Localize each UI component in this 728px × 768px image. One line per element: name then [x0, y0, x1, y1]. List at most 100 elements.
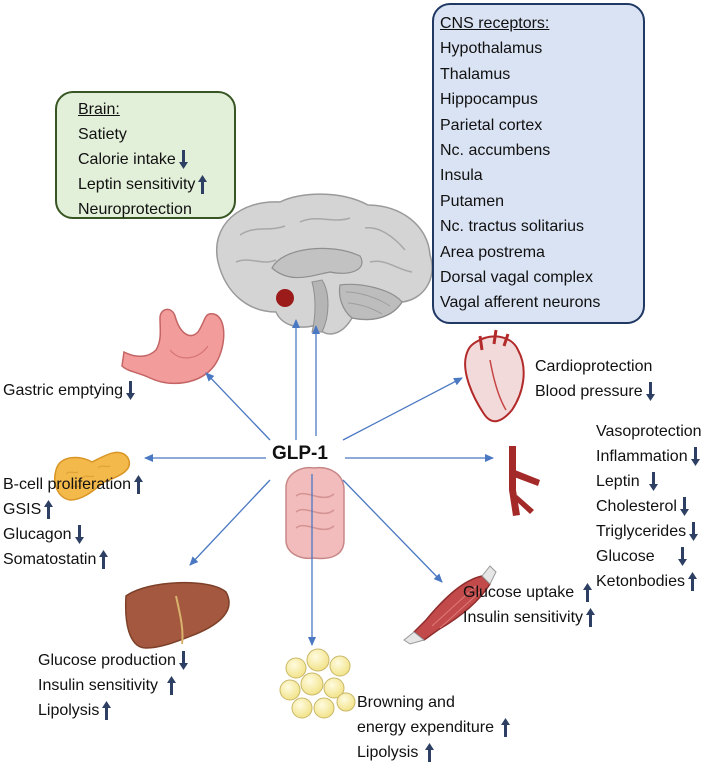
cns-receptor-item: Area postrema	[440, 243, 545, 261]
effect-row: GSIS	[3, 497, 143, 522]
effect-row: energy expenditure	[357, 715, 510, 740]
effect-row: Glucose production	[38, 648, 188, 673]
increase-arrow-icon	[586, 608, 596, 627]
cns-receptor-item: Thalamus	[440, 65, 511, 83]
effect-label: Cardioprotection	[535, 358, 653, 375]
effect-label: GSIS	[3, 501, 42, 518]
decrease-arrow-icon	[677, 547, 687, 566]
effect-row: Cardioprotection	[535, 354, 655, 379]
effect-row: Leptin	[596, 469, 702, 494]
cns-box-title: CNS receptors:	[440, 15, 550, 32]
cns-receptor-item: Insula	[440, 167, 483, 185]
effect-label: Vasoprotection	[596, 423, 702, 440]
effect-label: B-cell proliferation	[3, 476, 132, 493]
increase-arrow-icon	[102, 701, 112, 720]
effect-row: Insulin sensitivity	[38, 673, 188, 698]
muscle-icon	[403, 565, 497, 645]
effect-label: Cholesterol	[596, 498, 677, 515]
connector-to-heart	[342, 377, 463, 441]
increase-arrow-icon	[500, 718, 510, 737]
effect-label: Neuroprotection	[78, 201, 192, 218]
blood-vessel-icon	[509, 446, 540, 516]
decrease-arrow-icon	[74, 525, 84, 544]
effect-row: Glucose	[596, 544, 702, 569]
effect-label: Gastric emptying	[3, 382, 124, 399]
liver-icon	[124, 581, 230, 649]
stomach-icon	[121, 308, 225, 385]
connector-to-liver	[189, 479, 271, 566]
increase-arrow-icon	[99, 550, 109, 569]
effect-label: Leptin sensitivity	[78, 176, 196, 193]
effect-label: Glucose production	[38, 652, 176, 669]
decrease-arrow-icon	[679, 497, 689, 516]
decrease-arrow-icon	[648, 472, 658, 491]
effect-row: B-cell proliferation	[3, 472, 144, 497]
adipose-tissue-icon	[279, 648, 356, 719]
effect-label: Browning and	[357, 694, 455, 711]
glp1-center-label: GLP-1	[272, 443, 328, 464]
connector-to-stomach	[205, 372, 271, 441]
effect-label: Lipolysis	[38, 702, 100, 719]
cns-receptor-item: Hypothalamus	[440, 40, 543, 58]
effect-row: Glucose uptake	[463, 580, 595, 605]
increase-arrow-icon	[44, 500, 54, 519]
effect-row: Browning and	[357, 690, 510, 715]
effect-label: Leptin	[596, 473, 640, 490]
connector-arrows	[144, 319, 494, 646]
effect-row: Vasoprotection	[596, 419, 702, 444]
effect-row: Lipolysis	[357, 740, 510, 765]
effect-row: Blood pressure	[535, 379, 655, 404]
effect-row: Triglycerides	[596, 519, 702, 544]
effect-label: Triglycerides	[596, 523, 687, 540]
effect-label: Somatostatin	[3, 551, 97, 568]
effect-label: Glucose uptake	[463, 584, 575, 601]
increase-arrow-icon	[425, 743, 435, 762]
effect-row: Glucagon	[3, 522, 143, 547]
pancreas-icon	[54, 451, 131, 501]
cns-receptor-item: Nc. accumbens	[440, 142, 551, 160]
effect-label: Insulin sensitivity	[38, 677, 159, 694]
effect-row: Leptin sensitivity	[78, 172, 234, 197]
effect-row: Neuroprotection	[78, 197, 234, 222]
increase-arrow-icon	[198, 175, 208, 194]
effect-row: Cholesterol	[596, 494, 702, 519]
effect-row: Inflammation	[596, 444, 702, 469]
effect-label: Lipolysis	[357, 744, 419, 761]
heart-icon	[464, 329, 525, 423]
increase-arrow-icon	[134, 475, 144, 494]
effect-row: Calorie intake	[78, 147, 234, 172]
effect-row: Somatostatin	[3, 547, 143, 572]
intestine-icon	[285, 466, 345, 560]
brain-box-title: Brain:	[78, 101, 120, 118]
decrease-arrow-icon	[645, 382, 655, 401]
effect-label: Insulin sensitivity	[463, 609, 584, 626]
cns-receptor-item: Nc. tractus solitarius	[440, 218, 585, 236]
effect-row: Ketonbodies	[596, 569, 702, 594]
effect-label: Inflammation	[596, 448, 688, 465]
decrease-arrow-icon	[178, 651, 188, 670]
decrease-arrow-icon	[690, 447, 700, 466]
increase-arrow-icon	[167, 676, 177, 695]
effect-label: Satiety	[78, 126, 127, 143]
cns-receptor-item: Parietal cortex	[440, 116, 543, 134]
effect-label: Glucagon	[3, 526, 72, 543]
effect-label: Blood pressure	[535, 383, 643, 400]
stomach-effects: Gastric emptying	[3, 378, 136, 403]
decrease-arrow-icon	[126, 381, 136, 400]
effect-row: Gastric emptying	[3, 378, 136, 403]
increase-arrow-icon	[687, 572, 697, 591]
cns-receptor-item: Vagal afferent neurons	[440, 294, 601, 312]
decrease-arrow-icon	[689, 522, 699, 541]
connector-to-muscle	[342, 479, 443, 583]
effect-label: Ketonbodies	[596, 573, 685, 590]
effect-row: Lipolysis	[38, 698, 188, 723]
increase-arrow-icon	[583, 583, 593, 602]
